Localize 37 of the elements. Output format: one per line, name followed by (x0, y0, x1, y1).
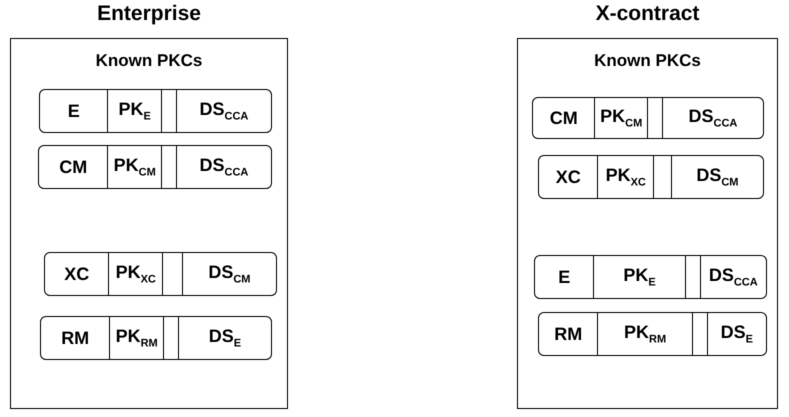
signature-label: DS$_{CCA}$ (199, 99, 248, 123)
certificate-row (532, 97, 764, 139)
key-holder-label: CM (550, 108, 578, 128)
public-key-label: PK$_{CM}$ (600, 106, 642, 130)
key-holder-label: RM (61, 328, 90, 348)
section-heading: Known PKCs (593, 51, 702, 71)
key-holder-label: E (558, 266, 570, 288)
public-key-label: PK$_{E}$ (118, 99, 151, 123)
public-key-label: PK$_{XC}$ (606, 165, 646, 189)
certificate-panel (10, 2, 288, 409)
public-key-label: PK$_{E}$ (623, 265, 656, 289)
panel-heading: X-contract (594, 2, 700, 26)
signature-label: DS$_{CCA}$ (199, 155, 248, 179)
panel-heading: Enterprise (96, 2, 202, 26)
key-holder-label: E (68, 100, 80, 122)
key-holder-label: XC (64, 264, 90, 284)
public-key-label: PK$_{CM}$ (114, 155, 156, 179)
certificate-row (538, 312, 767, 356)
section-heading: Known PKCs (94, 51, 204, 71)
key-holder-label: RM (554, 324, 582, 344)
public-key-label: PK$_{RM}$ (116, 326, 158, 350)
certificate-row (38, 145, 272, 189)
signature-label: DS$_{CM}$ (208, 262, 250, 286)
public-key-label: PK$_{RM}$ (624, 322, 666, 346)
signature-label: DS$_{E}$ (208, 326, 242, 350)
certificate-row (39, 89, 272, 133)
signature-label: DS$_{CCA}$ (688, 106, 738, 130)
key-holder-label: XC (556, 166, 581, 188)
certificate-row (534, 255, 767, 299)
signature-label: DS$_{CM}$ (696, 165, 738, 189)
certificate-row (44, 252, 277, 296)
signature-label: DS$_{E}$ (720, 322, 753, 346)
signature-label: DS$_{CCA}$ (708, 265, 758, 289)
certificate-row (538, 155, 764, 199)
certificate-row (40, 316, 272, 360)
public-key-label: PK$_{XC}$ (116, 262, 156, 286)
key-holder-label: CM (59, 156, 88, 178)
